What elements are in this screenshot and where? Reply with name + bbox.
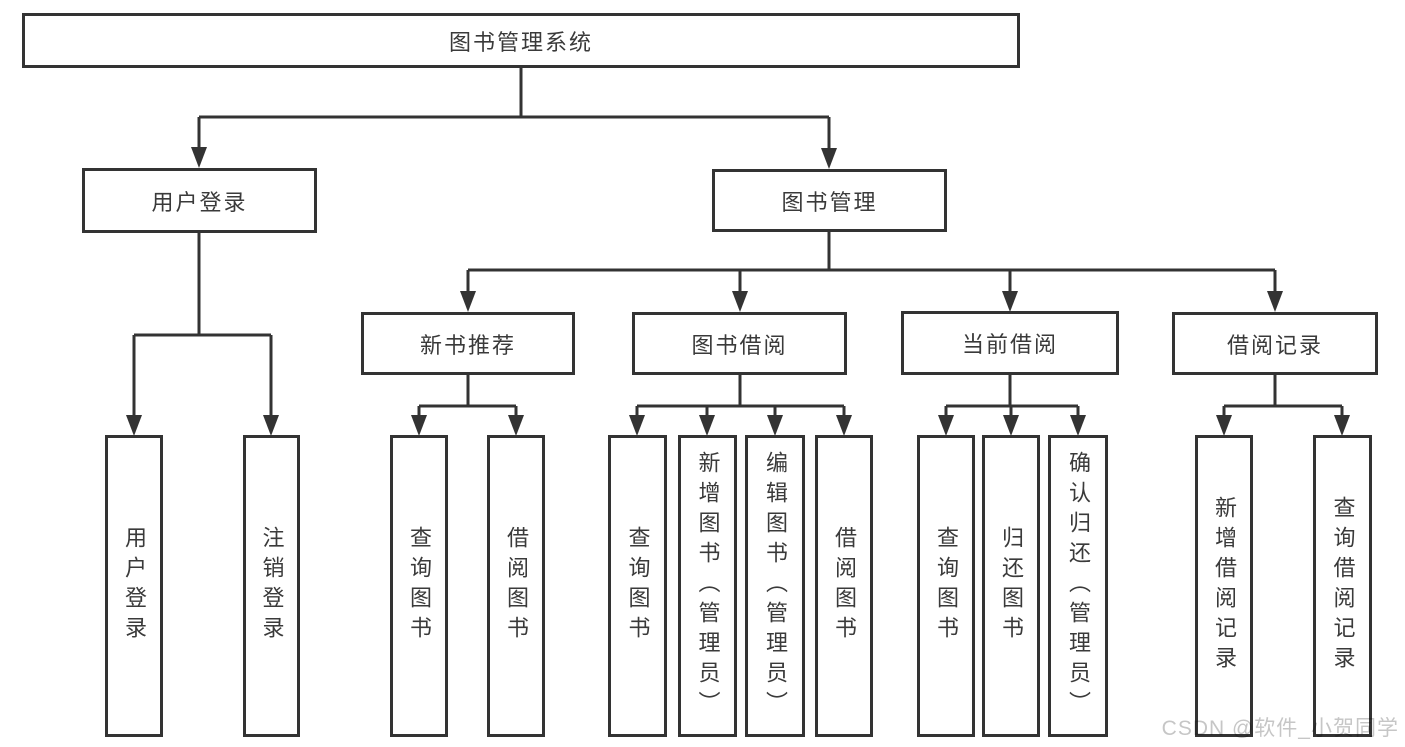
node-label: 查询图书 xyxy=(625,526,651,646)
node-label: 查询图书 xyxy=(934,526,959,646)
watermark: CSDN @软件_小贺同学 xyxy=(1161,717,1399,740)
node-label: 编辑图书（管理员） xyxy=(763,451,788,721)
node-book-management: 图书管理 xyxy=(712,169,947,232)
leaf-borrow-books: 借阅图书 xyxy=(815,435,873,737)
arrow-down-icon xyxy=(1070,415,1086,436)
arrow-down-icon xyxy=(411,415,427,436)
arrow-down-icon xyxy=(767,415,783,436)
arrow-down-icon xyxy=(1216,415,1232,436)
node-label: 新增图书（管理员） xyxy=(695,451,721,721)
leaf-borrow-books-recommend: 借阅图书 xyxy=(487,435,545,737)
leaf-edit-book-admin: 编辑图书（管理员） xyxy=(745,435,805,737)
leaf-add-borrow-record: 新增借阅记录 xyxy=(1195,435,1253,737)
node-label: 图书管理 xyxy=(781,189,878,215)
arrow-down-icon xyxy=(732,291,748,312)
arrow-down-icon xyxy=(836,415,852,436)
node-label: 图书借阅 xyxy=(691,332,788,358)
arrow-down-icon xyxy=(699,415,715,436)
node-user-login: 用户登录 xyxy=(82,168,317,233)
node-label: 借阅图书 xyxy=(832,526,857,646)
node-label: 查询图书 xyxy=(407,526,432,646)
arrow-down-icon xyxy=(629,415,645,436)
leaf-logout: 注销登录 xyxy=(243,435,300,737)
leaf-query-borrow-record: 查询借阅记录 xyxy=(1313,435,1372,737)
arrow-down-icon xyxy=(126,415,142,436)
node-label: 新增借阅记录 xyxy=(1212,496,1237,676)
node-borrow-records: 借阅记录 xyxy=(1172,312,1378,375)
arrow-down-icon xyxy=(938,415,954,436)
arrow-down-icon xyxy=(263,415,279,436)
leaf-query-books-recommend: 查询图书 xyxy=(390,435,448,737)
node-library-management-system: 图书管理系统 xyxy=(22,13,1020,68)
node-new-book-recommend: 新书推荐 xyxy=(361,312,575,375)
node-label: 借阅图书 xyxy=(504,526,529,646)
arrow-down-icon xyxy=(1003,415,1019,436)
arrow-down-icon xyxy=(191,147,207,168)
leaf-query-books-borrowing: 查询图书 xyxy=(608,435,667,737)
node-label: 注销登录 xyxy=(259,526,285,646)
node-label: 确认归还（管理员） xyxy=(1066,451,1091,721)
node-book-borrowing: 图书借阅 xyxy=(632,312,847,375)
node-label: 借阅记录 xyxy=(1226,332,1323,358)
node-label: 查询借阅记录 xyxy=(1330,496,1356,676)
node-label: 用户登录 xyxy=(151,189,248,215)
node-label: 当前借阅 xyxy=(961,332,1058,357)
arrow-down-icon xyxy=(508,415,524,436)
leaf-confirm-return-admin: 确认归还（管理员） xyxy=(1048,435,1108,737)
leaf-return-book: 归还图书 xyxy=(982,435,1040,737)
node-label: 新书推荐 xyxy=(419,332,516,358)
arrow-down-icon xyxy=(460,291,476,312)
leaf-query-books-current: 查询图书 xyxy=(917,435,975,737)
arrow-down-icon xyxy=(1002,291,1018,312)
leaf-add-book-admin: 新增图书（管理员） xyxy=(678,435,737,737)
arrow-down-icon xyxy=(1267,291,1283,312)
node-label: 用户登录 xyxy=(122,526,147,646)
connector-paths xyxy=(132,68,1344,419)
node-label: 图书管理系统 xyxy=(448,29,593,55)
arrow-down-icon xyxy=(1334,415,1350,436)
node-current-borrowing: 当前借阅 xyxy=(901,311,1119,375)
node-label: 归还图书 xyxy=(999,526,1024,646)
leaf-user-login: 用户登录 xyxy=(105,435,163,737)
arrowheads xyxy=(126,147,1350,436)
arrow-down-icon xyxy=(821,148,837,169)
